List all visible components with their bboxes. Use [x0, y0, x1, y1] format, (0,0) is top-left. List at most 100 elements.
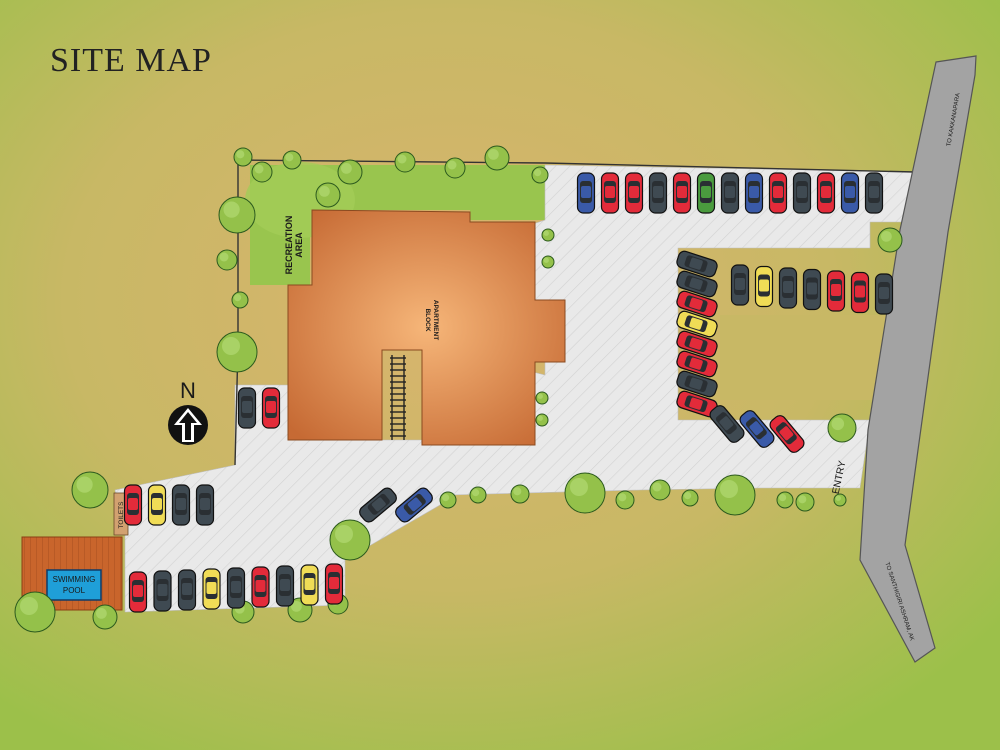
tree-6 [484, 145, 510, 171]
north-label: N [180, 378, 196, 403]
entrance-car-1 [237, 387, 257, 429]
bottom-row-car-3 [177, 569, 197, 611]
tree-32 [649, 479, 671, 501]
top-row-car-2 [600, 172, 620, 214]
tree-10 [231, 291, 249, 309]
tree-18 [535, 391, 549, 405]
tree-27 [439, 491, 457, 509]
toilet-row-car-4 [195, 484, 215, 526]
drive-car-1 [359, 487, 397, 523]
toilet-label: TOILETS [118, 501, 125, 529]
tree-34 [714, 474, 756, 516]
road [859, 55, 977, 663]
swimming-pool-label-1: SWIMMING [53, 575, 96, 584]
tree-29 [510, 484, 530, 504]
tree-14 [877, 227, 903, 253]
top-row-car-7 [720, 172, 740, 214]
bottom-row-car-6 [251, 566, 270, 608]
drive-car-2 [395, 487, 433, 523]
middle-row-car-3 [778, 267, 798, 309]
diagonal-car-5 [676, 330, 718, 358]
toilet-row-car-3 [171, 484, 191, 526]
parking-cars [123, 172, 894, 613]
swimming-pool-label-2: POOL [63, 586, 86, 595]
top-row-car-8 [744, 172, 764, 214]
inner-lawn [720, 315, 900, 400]
toilet-row-car-2 [147, 484, 167, 526]
middle-row-car-5 [826, 270, 846, 312]
page-title: SITE MAP [50, 42, 212, 79]
tree-19 [535, 413, 549, 427]
tree-8 [218, 196, 256, 234]
apartment-label-2: BLOCK [424, 308, 431, 331]
entry-car-1 [709, 405, 745, 443]
diagonal-car-4 [676, 310, 718, 338]
tree-16 [541, 228, 555, 242]
tree-12 [251, 161, 273, 183]
tree-36 [795, 492, 815, 512]
top-row-car-4 [648, 172, 668, 214]
staircase [390, 355, 406, 440]
tree-23 [329, 519, 371, 561]
tree-35 [776, 491, 794, 509]
tree-13 [315, 182, 341, 208]
tree-17 [541, 255, 555, 269]
tree-31 [615, 490, 635, 510]
diagonal-car-6 [676, 350, 718, 378]
top-row-car-11 [816, 172, 836, 214]
top-row-car-10 [792, 172, 812, 214]
tree-7 [531, 166, 549, 184]
bottom-row-car-8 [300, 564, 319, 606]
top-row-car-13 [864, 172, 884, 214]
entrance-car-2 [261, 387, 281, 429]
tree-1 [233, 147, 253, 167]
bottom-row-car-5 [226, 567, 246, 609]
middle-row-car-7 [874, 273, 894, 315]
top-row-car-1 [576, 172, 596, 214]
tree-5 [444, 157, 466, 179]
tree-2 [282, 150, 302, 170]
tree-15 [827, 413, 857, 443]
recreation-label-1: RECREATION [284, 216, 294, 275]
tree-37 [833, 493, 847, 507]
diagonal-car-2 [676, 270, 718, 298]
apartment-block [287, 209, 566, 446]
diagonal-car-3 [676, 290, 718, 318]
top-row-car-5 [672, 172, 692, 214]
tree-28 [469, 486, 487, 504]
entry-car-2 [739, 410, 775, 448]
top-row-car-3 [624, 172, 644, 214]
swimming-pool [46, 569, 102, 601]
tree-3 [337, 159, 363, 185]
bottom-row-car-9 [324, 563, 344, 605]
bottom-row-car-2 [153, 570, 172, 612]
entry-car-3 [769, 415, 805, 453]
tree-21 [14, 591, 56, 633]
toilet-row-car-1 [123, 484, 143, 526]
top-row-car-9 [768, 172, 788, 214]
bottom-row-car-7 [275, 565, 295, 607]
tree-20 [71, 471, 109, 509]
diagonal-car-8 [676, 390, 718, 418]
trees [14, 145, 903, 633]
north-arrow-icon: N [168, 378, 208, 445]
apartment-label-1: APARTMENT [432, 300, 439, 340]
middle-row-car-4 [802, 268, 822, 311]
middle-row-car-1 [730, 264, 750, 306]
recreation-label-2: AREA [294, 232, 304, 258]
tree-30 [564, 472, 606, 514]
bottom-row-car-1 [128, 571, 148, 613]
diagonal-car-1 [676, 250, 718, 278]
top-row-car-6 [696, 172, 716, 214]
tree-22 [92, 604, 118, 630]
bottom-row-car-4 [202, 568, 221, 610]
top-row-car-12 [840, 172, 860, 214]
tree-33 [681, 489, 699, 507]
middle-row-car-6 [850, 271, 870, 314]
diagonal-car-7 [676, 370, 718, 398]
tree-4 [394, 151, 416, 173]
tree-9 [216, 249, 238, 271]
middle-row-car-2 [754, 265, 774, 308]
tree-11 [216, 331, 258, 373]
